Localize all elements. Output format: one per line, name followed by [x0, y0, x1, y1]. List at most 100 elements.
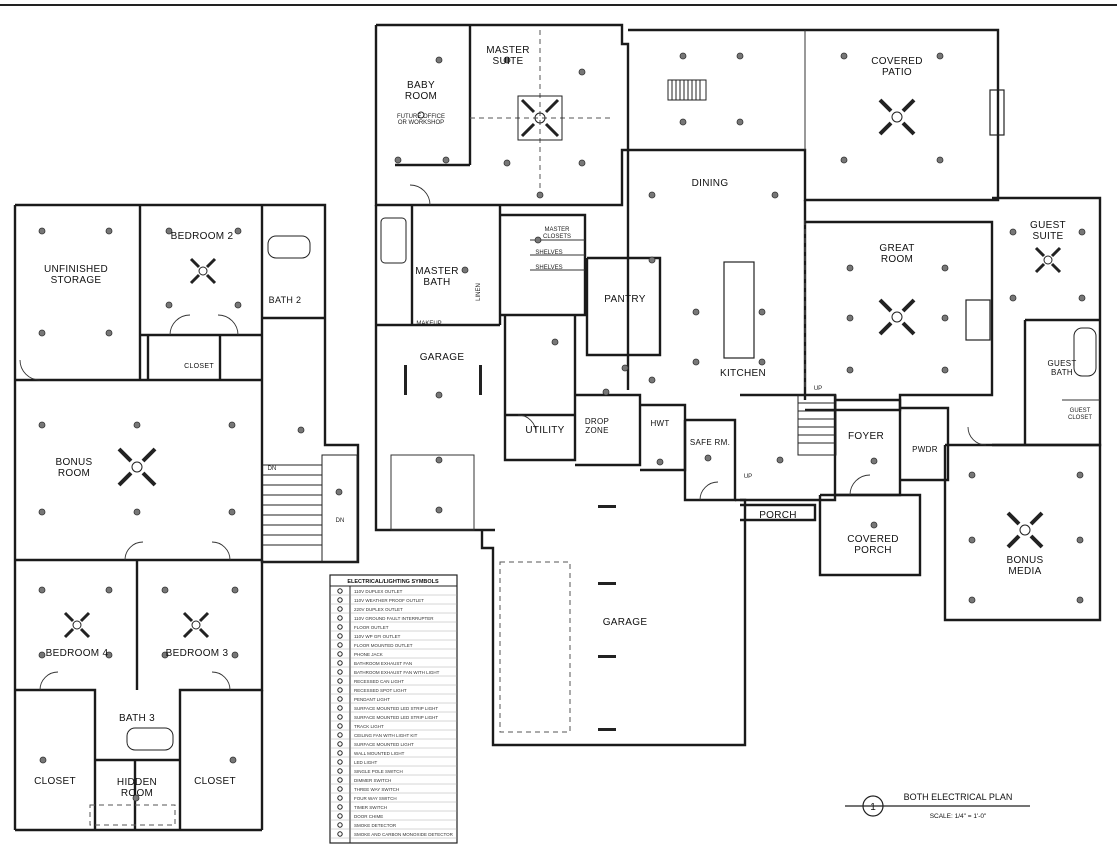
- legend-row-label: TIMER SWITCH: [354, 805, 387, 810]
- legend-symbol-icon: [337, 678, 343, 684]
- legend-symbol-icon: [337, 642, 343, 648]
- guest-suite-label: GUEST: [1030, 220, 1066, 231]
- legend-row-label: DOOR CHIME: [354, 814, 383, 819]
- master-closets-label: MASTER: [544, 227, 570, 233]
- legend-row-label: TRACK LIGHT: [354, 724, 384, 729]
- safe-room-label: SAFE RM.: [690, 438, 730, 447]
- legend-row-label: SMOKE AND CARBON MONOXIDE DETECTOR: [354, 832, 454, 837]
- legend-row-label: DIMMER SWITCH: [354, 778, 391, 783]
- legend-row-label: 110V WP GFI OUTLET: [354, 634, 401, 639]
- ceiling-fan-icon: [417, 111, 425, 119]
- door-swings: [19, 184, 987, 691]
- drawing-title: BOTH ELECTRICAL PLAN: [904, 792, 1013, 802]
- master-suite-label: MASTER: [486, 45, 529, 56]
- legend-symbol-icon: [337, 795, 343, 801]
- legend-symbol-icon: [337, 597, 343, 603]
- legend-row-label: 110V DUPLEX OUTLET: [354, 589, 403, 594]
- down-label: DN: [268, 466, 277, 472]
- upper-garage-label: GARAGE: [420, 352, 465, 363]
- bedroom-3-label: BEDROOM 3: [166, 648, 229, 659]
- guest-tub: [1073, 327, 1097, 377]
- legend-symbol-icon: [337, 741, 343, 747]
- porch-label: PORCH: [759, 510, 797, 521]
- ceiling-fan-icon: [878, 98, 916, 136]
- legend-row-label: BATHROOM EXHAUST FAN: [354, 661, 412, 666]
- legend-symbol-icon: [337, 651, 343, 657]
- bonus-room-label: BONUS: [55, 457, 92, 468]
- foyer-label: FOYER: [848, 431, 884, 442]
- bath2-tub: [267, 235, 311, 259]
- legend-symbol-icon: [337, 723, 343, 729]
- ceiling-fan-icon: [182, 611, 210, 639]
- kitchen-island: [723, 261, 755, 359]
- patio-fireplace: [989, 89, 1005, 136]
- bath-2-label: BATH 2: [269, 295, 302, 305]
- ceiling-fans: [63, 95, 1062, 639]
- master-tub: [380, 217, 407, 264]
- main-garage-label: GARAGE: [603, 617, 648, 628]
- drop-zone-label: DROP: [585, 417, 609, 426]
- legend-row-label: FLOOR MOUNTED OUTLET: [354, 643, 413, 648]
- up-label: UP: [814, 386, 822, 392]
- legend-row-label: BATHROOM EXHAUST FAN WITH LIGHT: [354, 670, 440, 675]
- main-floor-walls: [374, 23, 1102, 747]
- legend-row-label: SMOKE DETECTOR: [354, 823, 397, 828]
- ceiling-fan-icon: [63, 611, 91, 639]
- legend-symbol-icon: [337, 768, 343, 774]
- bath-3-label: BATH 3: [119, 713, 155, 724]
- linen-label: LINEN: [476, 283, 482, 301]
- drawing-number: 1: [870, 802, 876, 813]
- hwt-label: HWT: [650, 419, 669, 428]
- legend-symbol-icon: [337, 822, 343, 828]
- ceiling-fan-icon: [878, 298, 916, 336]
- hidden-room-label: HIDDEN: [117, 777, 157, 788]
- pantry-label: PANTRY: [604, 294, 645, 305]
- ceiling-fan-icon: [517, 95, 563, 141]
- legend-symbol-icon: [337, 813, 343, 819]
- utility-label: UTILITY: [525, 425, 564, 436]
- dining-label: DINING: [692, 178, 729, 189]
- legend-row-label: WALL MOUNTED LIGHT: [354, 751, 405, 756]
- legend-symbol-icon: [337, 732, 343, 738]
- bath3-tub: [126, 727, 174, 751]
- legend-row-label: SURFACE MOUNTED LED STRIP LIGHT: [354, 706, 438, 711]
- legend-symbol-icon: [337, 660, 343, 666]
- bedroom-2-label: BEDROOM 2: [171, 231, 234, 242]
- baby-room-label: BABY: [407, 80, 435, 91]
- recessed-lights: [38, 52, 1086, 802]
- right-closet-label: CLOSET: [194, 776, 236, 787]
- main-stairs: [797, 394, 837, 456]
- master-bath-label: MASTER: [415, 266, 458, 277]
- up-label-porch: UP: [744, 474, 752, 480]
- patio-stair: [667, 79, 707, 101]
- legend-row-label: 110V GROUND FAULT INTERRUPTER: [354, 616, 434, 621]
- legend-symbol-icon: [337, 696, 343, 702]
- legend-row-label: SURFACE MOUNTED LED STRIP LIGHT: [354, 715, 438, 720]
- legend-row-label: SINGLE POLE SWITCH: [354, 769, 403, 774]
- legend-symbol-icon: [337, 777, 343, 783]
- legend-row-label: FLOOR OUTLET: [354, 625, 389, 630]
- ceiling-fan-icon: [189, 257, 217, 285]
- shelves-label-1: SHELVES: [535, 250, 562, 256]
- legend-symbol-icon: [337, 804, 343, 810]
- left-closet-label: CLOSET: [34, 776, 76, 787]
- legend-symbol-icon: [337, 687, 343, 693]
- legend-row-label: PENDANT LIGHT: [354, 697, 390, 702]
- upper-floor-walls: [13, 203, 360, 832]
- electrical-symbols-legend: ELECTRICAL/LIGHTING SYMBOLS 110V DUPLEX …: [329, 574, 458, 844]
- upper-closet-label: CLOSET: [184, 363, 214, 370]
- legend-row-label: 220V DUPLEX OUTLET: [354, 607, 403, 612]
- legend-row-label: RECESSED CAN LIGHT: [354, 679, 404, 684]
- ceiling-fan-icon: [1034, 246, 1062, 274]
- legend-symbol-icon: [337, 633, 343, 639]
